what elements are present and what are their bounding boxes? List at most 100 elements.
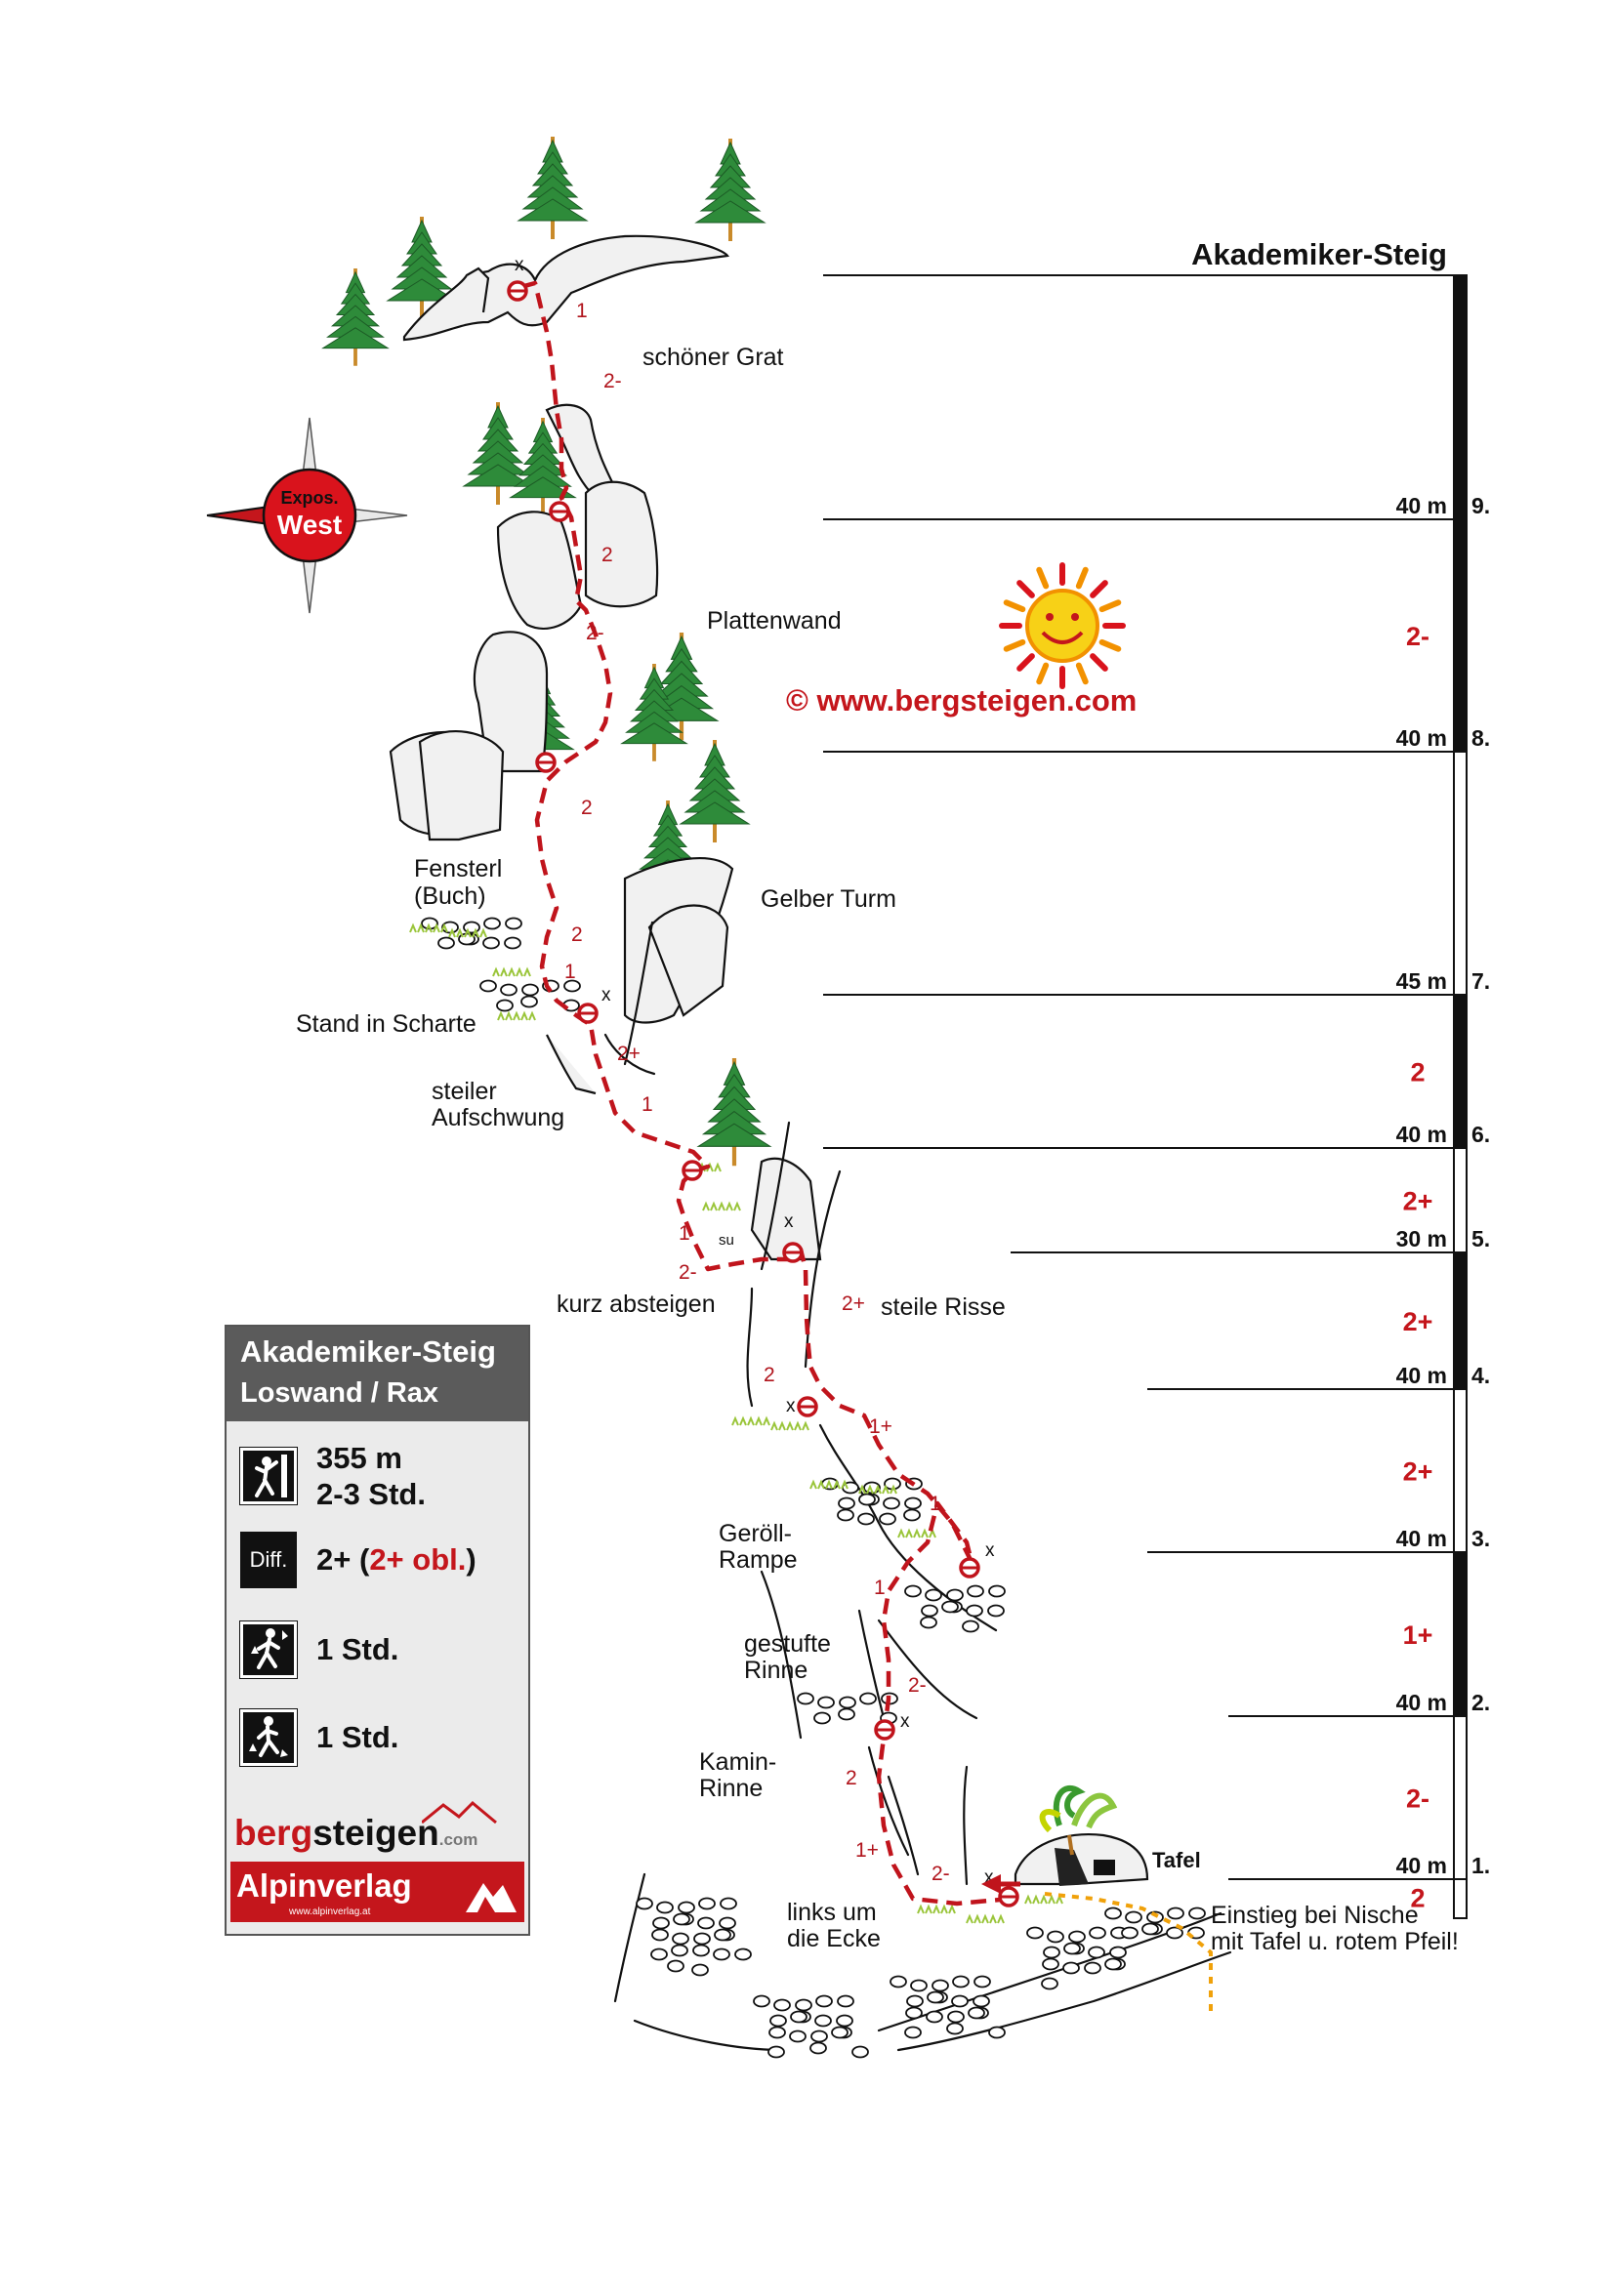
route-grade: 2- xyxy=(603,370,622,392)
grass-tuft xyxy=(456,927,464,938)
pebble xyxy=(809,2041,827,2055)
pebble xyxy=(925,1588,942,1602)
pitch-number: 8. xyxy=(1471,725,1490,751)
alpinverlag-name: Alpinverlag xyxy=(236,1867,412,1904)
grass-tuft xyxy=(890,1484,897,1495)
pitch-grade: 2 xyxy=(1410,1884,1425,1913)
label-die-ecke: die Ecke xyxy=(787,1925,881,1952)
grass-tuft xyxy=(425,922,433,933)
climbing-route-line xyxy=(517,280,1012,1906)
grass-tuft xyxy=(866,1484,874,1495)
label-stand-in-scharte: Stand in Scharte xyxy=(296,1010,476,1038)
pebble xyxy=(988,1584,1006,1598)
pebble xyxy=(650,1948,668,1961)
pebble xyxy=(673,1912,690,1926)
label-rampe: Rampe xyxy=(719,1546,798,1574)
grass-tuft xyxy=(973,1913,981,1924)
pebble xyxy=(932,1979,949,1992)
pebble xyxy=(790,2010,808,2024)
pitch-bar-segment xyxy=(1453,1878,1468,1919)
label-plattenwand: Plattenwand xyxy=(707,607,842,635)
pine-tree-icon xyxy=(694,139,766,241)
pebble xyxy=(904,1584,922,1598)
grass-tuft xyxy=(1024,1894,1032,1905)
pebble xyxy=(769,2014,787,2028)
pebble xyxy=(890,1975,907,1988)
info-descent: 1 Std. xyxy=(316,1720,399,1754)
pebble xyxy=(857,1512,875,1526)
grass-tuft xyxy=(516,966,523,977)
pebble xyxy=(1043,1946,1060,1959)
pebble xyxy=(883,1496,900,1510)
difficulty-obl-open: ( xyxy=(358,1542,370,1577)
bergsteigen-logo: bergsteigen.com xyxy=(234,1813,477,1854)
pitch-number: 5. xyxy=(1471,1226,1490,1251)
grass-tuft xyxy=(1048,1894,1056,1905)
pitch-bar-segment xyxy=(1453,518,1468,753)
pebble xyxy=(815,1994,833,2008)
pitch-number: 4. xyxy=(1471,1363,1490,1388)
pebble xyxy=(691,1963,709,1977)
grass-tuft xyxy=(794,1420,802,1431)
route-info-box: Akademiker-Steig Loswand / Rax 355 m 2-3… xyxy=(225,1325,530,1936)
label-einstieg-tafel: mit Tafel u. rotem Pfeil! xyxy=(1211,1928,1459,1955)
grass-tuft xyxy=(1032,1894,1040,1905)
mountain-logo-icon xyxy=(422,1801,497,1824)
grass-tuft xyxy=(508,966,516,977)
pitch-number: 1. xyxy=(1471,1853,1490,1878)
pebble xyxy=(698,1897,716,1910)
pebble xyxy=(921,1604,938,1618)
pebble xyxy=(483,917,501,930)
grass-tuft xyxy=(897,1528,905,1538)
sun-ray xyxy=(1090,653,1108,672)
sprout-icon xyxy=(1039,1784,1118,1856)
pebble xyxy=(773,1998,791,2012)
label-rinne: Rinne xyxy=(744,1657,808,1684)
sun-ray xyxy=(1036,662,1050,685)
x-mark: x xyxy=(786,1396,796,1416)
pebble xyxy=(1026,1926,1044,1940)
grass-tuft xyxy=(817,1479,825,1490)
pebble xyxy=(734,1948,752,1961)
label-kurz-absteigen: kurz absteigen xyxy=(557,1291,716,1318)
pine-tree-icon xyxy=(462,402,534,505)
pebble xyxy=(1088,1946,1105,1959)
grass-tuft xyxy=(492,966,500,977)
pebble xyxy=(838,1707,855,1721)
pine-tree-icon xyxy=(679,740,751,842)
pebble xyxy=(951,1994,969,2008)
grass-tuft xyxy=(747,1415,755,1426)
exposure-value: West xyxy=(277,510,342,540)
pebble xyxy=(482,936,500,950)
pebble xyxy=(479,979,497,993)
grass-tuft xyxy=(841,1479,849,1490)
grass-tuft xyxy=(802,1420,809,1431)
grass-tuft xyxy=(528,1010,536,1021)
x-mark: x xyxy=(984,1867,994,1888)
pebble xyxy=(797,1692,814,1705)
label-steiler: steiler xyxy=(432,1078,497,1105)
label-geroell: Geröll- xyxy=(719,1520,792,1547)
pebble xyxy=(1166,1926,1183,1940)
grass-tuft xyxy=(440,922,448,933)
pebble xyxy=(858,1493,876,1506)
grass-tuft xyxy=(497,1010,505,1021)
pebble xyxy=(967,1584,984,1598)
pebble xyxy=(904,2026,922,2039)
grass-tuft xyxy=(932,1904,940,1914)
pitch-bar-segment xyxy=(1453,994,1468,1149)
x-mark: x xyxy=(784,1211,794,1232)
grass-tuft xyxy=(409,922,417,933)
grass-tuft xyxy=(989,1913,997,1924)
grass-tuft xyxy=(917,1904,925,1914)
pitch-length: 40 m xyxy=(1396,1526,1447,1551)
grass-tuft xyxy=(505,1010,513,1021)
alpinverlag-mountain-icon xyxy=(466,1883,517,1912)
pebble xyxy=(1125,1910,1142,1924)
label-gelber-turm: Gelber Turm xyxy=(761,885,896,913)
pitch-bar-segment xyxy=(1453,1551,1468,1717)
pitch-grade: 2+ xyxy=(1403,1457,1433,1487)
grass-tuft xyxy=(948,1904,956,1914)
